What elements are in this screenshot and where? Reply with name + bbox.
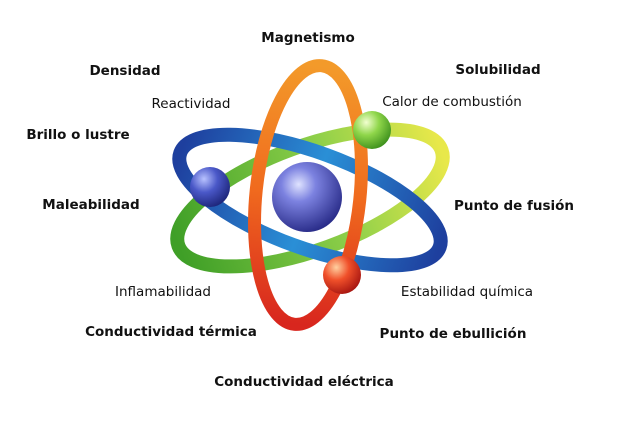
label-estabilidad-quimica: Estabilidad química xyxy=(400,284,534,300)
label-punto-ebullicion: Punto de ebullición xyxy=(379,326,527,342)
label-inflamabilidad: Inflamabilidad xyxy=(115,284,211,300)
label-densidad: Densidad xyxy=(89,63,161,79)
orbit-blue xyxy=(172,127,448,273)
label-reactividad: Reactividad xyxy=(151,96,231,112)
label-brillo: Brillo o lustre xyxy=(26,127,130,143)
label-solubilidad: Solubilidad xyxy=(455,62,541,78)
label-maleabilidad: Maleabilidad xyxy=(42,197,140,213)
label-conductividad-electrica: Conductividad eléctrica xyxy=(214,374,394,390)
electron-red xyxy=(323,256,361,294)
electron-green xyxy=(353,111,391,149)
electron-blue xyxy=(190,167,230,207)
label-punto-fusion: Punto de fusión xyxy=(453,198,575,214)
label-magnetismo: Magnetismo xyxy=(261,30,355,46)
label-calor-combustion: Calor de combustión xyxy=(382,94,522,110)
label-conductividad-termica: Conductividad térmica xyxy=(85,324,257,340)
orbit-orange xyxy=(248,59,368,331)
nucleus xyxy=(272,162,342,232)
